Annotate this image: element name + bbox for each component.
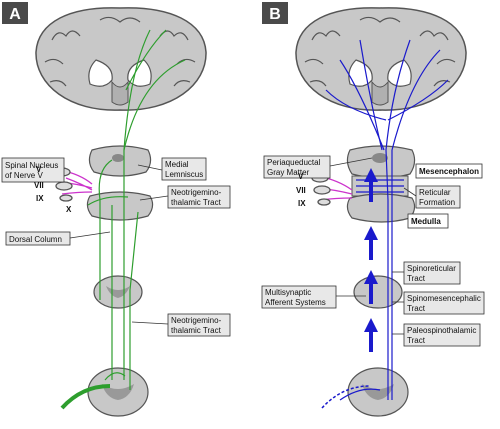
label-dorsal-column: Dorsal Column [5, 231, 111, 246]
svg-text:Neotrigemino-: Neotrigemino- [171, 316, 222, 325]
svg-text:Spinoreticular: Spinoreticular [407, 264, 456, 273]
nerve-vii-a: VII [34, 181, 44, 190]
svg-text:Tract: Tract [407, 274, 426, 283]
lumbar-cord-b [347, 367, 409, 417]
nerve-v-b: V [298, 172, 304, 181]
panel-b-badge [262, 2, 288, 24]
svg-text:Afferent Systems: Afferent Systems [265, 298, 326, 307]
label-mesencephalon: Mesencephalon [415, 163, 483, 179]
label-paleospinothalamic: Paleospinothalamic Tract [392, 323, 481, 347]
svg-text:Medial: Medial [165, 160, 189, 169]
svg-text:thalamic Tract: thalamic Tract [171, 198, 222, 207]
svg-text:Multisynaptic: Multisynaptic [265, 288, 311, 297]
label-medial-lemniscus: Medial Lemniscus [137, 157, 207, 181]
svg-text:Spinal Nucleus: Spinal Nucleus [5, 161, 58, 170]
svg-text:of Nerve V: of Nerve V [5, 171, 43, 180]
cranial-nerves-b [311, 173, 353, 206]
label-multisynaptic: Multisynaptic Afferent Systems [261, 285, 366, 309]
midbrain-core-a [112, 154, 124, 162]
nerve-v-a: V [36, 165, 42, 174]
nerve-ix-b: IX [298, 199, 306, 208]
svg-text:Formation: Formation [419, 198, 455, 207]
svg-text:Gray Matter: Gray Matter [267, 168, 310, 177]
medulla-b [346, 193, 416, 223]
svg-text:Tract: Tract [407, 336, 426, 345]
cervical-cord-b [353, 275, 403, 309]
svg-text:thalamic Tract: thalamic Tract [171, 326, 222, 335]
svg-text:Mesencephalon: Mesencephalon [419, 167, 479, 176]
label-spinal-nucleus: Spinal Nucleus of Nerve V [1, 157, 65, 183]
lumbar-cord-a [87, 367, 149, 417]
label-medulla: Medulla [407, 213, 449, 229]
brain-section-a [35, 7, 207, 111]
svg-text:Lemniscus: Lemniscus [165, 170, 203, 179]
dorsal-root-b [321, 385, 371, 409]
nerve-vii-b: VII [296, 186, 306, 195]
svg-text:Paleospinothalamic: Paleospinothalamic [407, 326, 476, 335]
panel-a-badge [2, 2, 28, 24]
green-tracts-a [87, 29, 186, 390]
label-neotrigemino-upper: Neotrigemino- thalamic Tract [139, 185, 231, 209]
svg-text:Neotrigemino-: Neotrigemino- [171, 188, 222, 197]
cervical-cord-a [93, 275, 143, 309]
blue-tracts-b [325, 39, 449, 401]
svg-text:Tract: Tract [407, 304, 426, 313]
brain-section-b [295, 7, 467, 111]
periaqueductal-core-b [372, 153, 388, 163]
svg-text:Medulla: Medulla [411, 217, 441, 226]
svg-text:Periaqueductal: Periaqueductal [267, 158, 321, 167]
label-spinomesencephalic: Spinomesencephalic Tract [392, 291, 485, 315]
panel-a: A [1, 2, 231, 417]
nerve-x-a: X [66, 205, 72, 214]
panel-a-label: A [9, 6, 21, 23]
svg-text:Dorsal Column: Dorsal Column [9, 235, 62, 244]
panel-b-label: B [269, 6, 281, 23]
multisynaptic-arrows-b [364, 168, 378, 352]
label-periaqueductal: Periaqueductal Gray Matter [263, 155, 373, 179]
dorsal-root-a [60, 384, 111, 410]
panel-b: B [261, 2, 485, 417]
nerve-ix-a: IX [36, 194, 44, 203]
label-reticular: Reticular Formation [403, 185, 461, 209]
svg-text:Spinomesencephalic: Spinomesencephalic [407, 294, 481, 303]
label-neotrigemino-lower: Neotrigemino- thalamic Tract [131, 313, 231, 337]
label-spinoreticular: Spinoreticular Tract [392, 261, 461, 285]
svg-text:Reticular: Reticular [419, 188, 451, 197]
